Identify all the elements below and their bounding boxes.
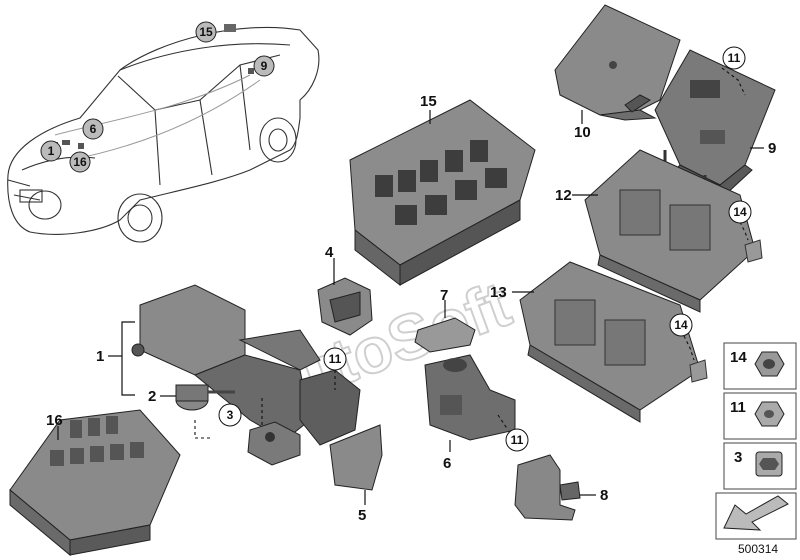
callout-1: 1 — [96, 348, 104, 365]
svg-text:14: 14 — [674, 318, 688, 332]
svg-text:1: 1 — [48, 144, 55, 158]
legend-item-14: 14 — [723, 342, 797, 390]
svg-text:14: 14 — [733, 205, 747, 219]
callout-6: 6 — [443, 455, 451, 472]
svg-text:6: 6 — [90, 122, 97, 136]
svg-text:9: 9 — [261, 59, 268, 73]
part-12-relay-module — [584, 149, 763, 313]
part-9-bracket-holder — [654, 49, 776, 196]
callout-5: 5 — [358, 507, 366, 524]
flange-nut-icon — [754, 351, 785, 377]
car-callout-6: 6 — [82, 118, 104, 140]
callout-8: 8 — [600, 487, 608, 504]
legend-item-3: 3 — [723, 442, 797, 490]
callout-9: 9 — [768, 140, 776, 157]
callout-4: 4 — [325, 244, 334, 261]
car-callout-1: 1 — [40, 140, 62, 162]
part-10-cover-plate — [554, 4, 681, 121]
car-callout-9: 9 — [253, 55, 275, 77]
callout-12: 12 — [555, 187, 572, 204]
callout-14-upper: 14 — [728, 200, 752, 224]
callout-11-lower: 11 — [505, 428, 529, 452]
callout-11-mid: 11 — [323, 347, 347, 371]
svg-text:14: 14 — [730, 349, 747, 366]
legend-item-11: 11 — [723, 392, 797, 440]
section-arrow-box — [715, 492, 797, 540]
svg-text:11: 11 — [329, 352, 342, 366]
part-15-junction-box — [349, 99, 536, 287]
svg-text:11: 11 — [728, 51, 741, 65]
svg-text:3: 3 — [734, 449, 742, 466]
vehicle-outline — [7, 24, 320, 243]
svg-text:11: 11 — [511, 433, 524, 447]
callout-16: 16 — [46, 412, 63, 429]
part-5-cover — [329, 424, 383, 491]
callout-13: 13 — [490, 284, 507, 301]
svg-text:15: 15 — [199, 25, 213, 39]
callout-14-lower: 14 — [669, 313, 693, 337]
part-1-main-holder — [131, 284, 361, 446]
callout-11-top: 11 — [722, 46, 746, 70]
threaded-insert-icon — [755, 451, 783, 477]
part-13-relay-module — [519, 261, 708, 423]
diagram-id: 500314 — [738, 542, 778, 556]
callout-15: 15 — [420, 93, 437, 110]
callout-3: 3 — [218, 403, 242, 427]
part-8-connector-holder — [514, 454, 581, 521]
part-6-holder — [424, 354, 516, 441]
car-callout-16: 16 — [69, 151, 91, 173]
svg-text:16: 16 — [73, 155, 87, 169]
part-16-fuse-box — [9, 409, 181, 557]
section-arrow-icon — [723, 495, 789, 531]
part-7-cap — [414, 317, 476, 353]
svg-text:11: 11 — [730, 399, 746, 416]
callout-10: 10 — [574, 124, 591, 141]
callout-2: 2 — [148, 388, 156, 405]
hex-nut-icon — [754, 401, 785, 427]
part-3-screw-insert — [247, 421, 301, 466]
svg-text:3: 3 — [227, 408, 234, 422]
car-callout-15: 15 — [195, 21, 217, 43]
part-4-holder — [317, 277, 373, 336]
callout-7: 7 — [440, 287, 448, 304]
part-2-sensor — [175, 384, 235, 411]
